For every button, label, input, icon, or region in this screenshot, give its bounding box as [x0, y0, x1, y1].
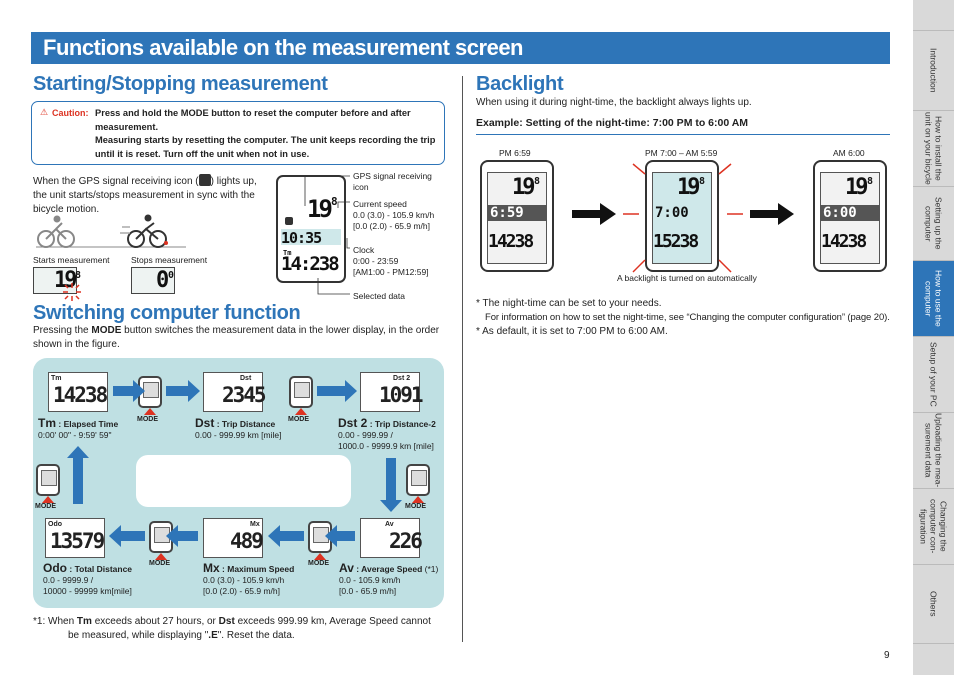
lcd-lit: 19 8 7:00 15238 [652, 172, 712, 264]
tab-uploading[interactable]: Uploading the mea-surement data [913, 412, 954, 488]
label-mx: Mx : Maximum Speed 0.0 (3.0) - 105.9 km/… [203, 561, 295, 596]
caution-text: Press and hold the MODE button to reset … [95, 108, 436, 159]
tab-install[interactable]: How to install the unit on your bicycle [913, 110, 954, 186]
callout-lines [304, 175, 350, 295]
screen-dst: Dst 2345 [203, 372, 267, 412]
switch-text: Pressing the MODE button switches the me… [33, 325, 440, 350]
transition-arrow-2 [750, 203, 794, 225]
auto-backlight-caption: A backlight is turned on automatically [617, 273, 757, 283]
gps-sync-text: When the GPS signal receiving icon () li… [33, 174, 257, 215]
tab-setting-up[interactable]: Setting up the computer [913, 186, 954, 260]
arrow-odo-to-tm [67, 446, 89, 504]
backlight-device-off-1: 19 8 6:59 14238 [480, 160, 554, 272]
mode-arrow-4 [314, 553, 326, 560]
screen-tm: Tm 14238 [48, 372, 108, 412]
arrow-mx-to-odo-b [166, 525, 198, 547]
caution-box: ⚠ Caution: Press and hold the MODE butto… [31, 101, 445, 165]
caution-label: Caution: [52, 108, 89, 118]
footnote: *1: When Tm exceeds about 27 hours, or D… [33, 616, 431, 641]
header-banner: Functions available on the measurement s… [31, 32, 890, 64]
computer-device: 19 8 10:35 Tm 14:238 [276, 175, 346, 283]
tab-changing-config[interactable]: Changing the computer con-figuration [913, 488, 954, 564]
mode-arrow-3 [155, 553, 167, 560]
backlight-example: Example: Setting of the night-time: 7:00… [476, 117, 749, 129]
mode-button-unit-right[interactable] [406, 464, 430, 496]
stops-measurement-label: Stops measurement [131, 255, 208, 265]
gps-signal-icon [198, 174, 211, 186]
arrow-av-to-mx-b [325, 525, 355, 547]
arrow-tm-to-dst-a [113, 380, 145, 402]
mode-button-unit-2[interactable] [289, 376, 313, 408]
arrow-tm-to-dst [166, 380, 200, 402]
page-number: 9 [884, 650, 890, 661]
mode-button-unit-left[interactable] [36, 464, 60, 496]
light-rays [623, 163, 743, 273]
column-divider [462, 76, 463, 642]
screen-dst2: Dst 2 1091 [360, 372, 424, 412]
cyclist-illustration [36, 214, 186, 248]
switch-heading: Switching computer function [33, 302, 301, 324]
label-dst: Dst : Trip Distance 0.00 - 999.99 km [mi… [195, 416, 282, 440]
mode-arrow-right [412, 496, 424, 503]
selected-data-callout: Selected data [353, 291, 405, 301]
clock-callout: Clock 0:00 - 23:59 [AM1:00 - PM12:59] [353, 245, 429, 277]
transition-arrow-1 [572, 203, 616, 225]
tab-how-to-use[interactable]: How to use the computer [913, 260, 954, 336]
backlight-heading: Backlight [476, 73, 564, 95]
arrow-mx-to-odo [109, 525, 145, 547]
warning-icon: ⚠ [40, 107, 49, 117]
page-title: Functions available on the measurement s… [43, 35, 524, 60]
screen-odo: Odo 13579 [45, 518, 105, 558]
gps-icon [285, 217, 293, 225]
starts-measurement-label: Starts measurement [33, 255, 110, 265]
lcd-off-2: 19 8 6:00 14238 [820, 172, 880, 264]
label-tm: Tm : Elapsed Time 0:00' 00" - 9:59' 59" [38, 416, 119, 440]
screen-mx: Mx 489 [203, 518, 264, 558]
tab-introduction[interactable]: Introduction [913, 30, 954, 110]
label-av: Av : Average Speed (*1) 0.0 - 105.9 km/h… [339, 561, 439, 596]
speed-callout: Current speed 0.0 (3.0) - 105.9 km/h [0.… [353, 199, 435, 231]
mode-arrow-left [42, 496, 54, 503]
mode-arrow-1 [144, 408, 156, 415]
label-odo: Odo : Total Distance 0.0 - 9999.9 / 1000… [43, 561, 133, 596]
function-cycle-diagram: Tm 14238 Dst 2345 Dst 2 1091 MODE MODE T… [33, 358, 444, 608]
start-stop-heading: Starting/Stopping measurement [33, 73, 328, 95]
diagram-center-panel [136, 455, 351, 507]
stop-mini-display: 0 0 [131, 267, 175, 294]
arrow-dst-to-dst2 [317, 380, 357, 402]
time-label-3: AM 6:00 [833, 148, 865, 158]
arrow-av-to-mx [268, 525, 304, 547]
backlight-notes: * The night-time can be set to your need… [476, 298, 890, 337]
lcd-off-1: 19 8 6:59 14238 [487, 172, 547, 264]
tab-setup-pc[interactable]: Setup of your PC [913, 336, 954, 412]
blink-icon [63, 283, 81, 301]
time-label-1: PM 6:59 [499, 148, 531, 158]
label-dst2: Dst 2 : Trip Distance-2 0.00 - 999.99 / … [338, 416, 436, 451]
backlight-intro: When using it during night-time, the bac… [476, 97, 752, 108]
example-rule [476, 134, 890, 135]
tab-others[interactable]: Others [913, 564, 954, 644]
device-display: 19 8 10:35 Tm 14:238 [281, 191, 341, 279]
screen-av: Av 226 [360, 518, 423, 558]
sidebar: Introduction How to install the unit on … [913, 0, 954, 675]
mode-arrow-2 [295, 408, 307, 415]
backlight-device-off-2: 19 8 6:00 14238 [813, 160, 887, 272]
arrow-dst2-to-av [380, 458, 402, 512]
time-label-2: PM 7:00 – AM 5:59 [645, 148, 718, 158]
gps-callout: GPS signal receiving icon [353, 171, 432, 192]
